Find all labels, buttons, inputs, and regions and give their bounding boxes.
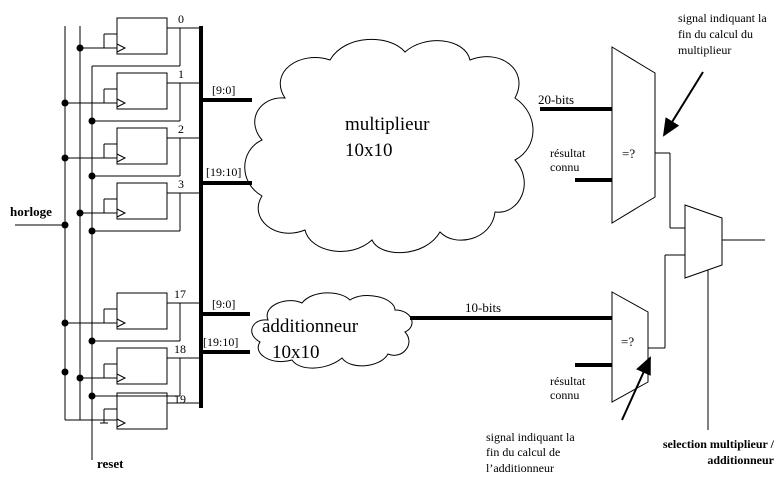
select-mux [684, 204, 765, 430]
adder-name: additionneur [262, 316, 359, 337]
bus-tap-mult-high: [19:10] [206, 165, 241, 179]
comparator-bottom [410, 254, 685, 403]
flipflop-0 [80, 17, 200, 67]
ff-index-18: 18 [174, 342, 186, 356]
ff-index-2: 2 [178, 122, 184, 136]
bottom-bus-width: 10-bits [465, 300, 501, 315]
multiplier-size: 10x10 [345, 140, 393, 161]
add-done-arrow [621, 356, 651, 421]
register-bank [15, 26, 93, 460]
mult-done-note-2: fin du calcul du [678, 27, 753, 41]
add-done-note-3: l’additionneur [486, 461, 554, 475]
ff-index-3: 3 [178, 177, 184, 191]
flipflop-3 [80, 182, 200, 232]
comparator-bottom-symbol: =? [621, 334, 634, 349]
select-note-2: additionneur [707, 453, 774, 467]
comparator-top-symbol: =? [622, 146, 635, 161]
top-bus-width: 20-bits [538, 92, 574, 107]
ff-index-1: 1 [178, 67, 184, 81]
mult-done-note-1: signal indiquant la [678, 11, 767, 25]
top-known-result-2: connu [550, 160, 579, 174]
clock-label: horloge [10, 204, 52, 219]
bus-tap-add-high: [19:10] [203, 335, 238, 349]
flipflop-1 [65, 72, 200, 122]
main-bus [199, 26, 252, 408]
ff-index-17: 17 [174, 287, 186, 301]
add-done-note-2: fin du calcul de [486, 445, 560, 459]
add-done-note-1: signal indiquant la [486, 430, 575, 444]
mult-done-note-3: multiplieur [678, 43, 731, 57]
bottom-known-result-2: connu [550, 388, 579, 402]
comparator-top [540, 46, 685, 229]
mult-done-arrow [662, 71, 704, 137]
adder-size: 10x10 [272, 342, 320, 363]
multiplier-cloud [244, 39, 534, 253]
flipflop-2 [65, 127, 200, 177]
flipflop-17 [65, 292, 200, 342]
bus-tap-add-low: [9:0] [212, 297, 235, 311]
select-note-1: selection multiplieur / [663, 437, 775, 451]
bus-tap-mult-low: [9:0] [212, 83, 235, 97]
reset-label: reset [97, 456, 124, 471]
ff-index-0: 0 [178, 12, 184, 26]
junction-dots [61, 44, 96, 400]
adder-cloud [251, 292, 413, 369]
bottom-known-result-1: résultat [550, 374, 586, 388]
flipflop-18 [80, 347, 200, 397]
flipflop-19 [65, 392, 200, 430]
multiplier-name: multiplieur [345, 114, 430, 135]
top-known-result-1: résultat [550, 146, 586, 160]
ff-index-19: 19 [174, 392, 186, 406]
